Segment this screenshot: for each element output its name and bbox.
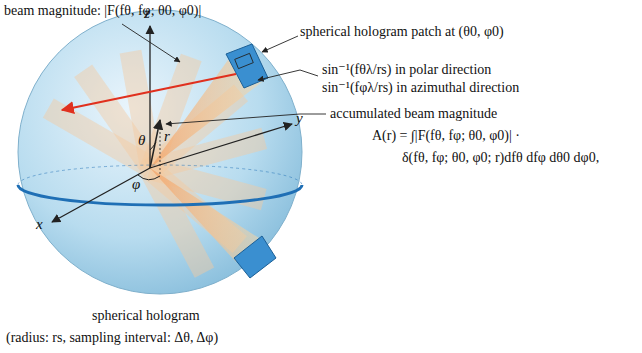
- axis-label: x: [36, 216, 43, 233]
- formula: A(r) = ∫|F(fθ, fφ; θ0, φ0)| ·: [372, 128, 520, 144]
- formula: δ(fθ, fφ; θ0, φ0; r)dfθ dfφ dθ0 dφ0,: [402, 150, 599, 166]
- hologram-patch: [226, 44, 268, 88]
- beam-fan: [43, 50, 267, 278]
- beam-direction: [62, 74, 236, 110]
- callout: sin⁻¹(fθλ/rs) in polar direction: [322, 62, 491, 78]
- callout: sin⁻¹(fφλ/rs) in azimuthal direction: [322, 80, 519, 96]
- callout: spherical hologram patch at (θ0, φ0): [300, 24, 504, 40]
- sphere: [18, 10, 302, 294]
- beam-title: beam magnitude: |F(fθ, fφ; θ0, φ0)|: [4, 3, 201, 19]
- angle-label: φ: [132, 176, 140, 193]
- leader-line: [262, 36, 298, 52]
- caption-label: (radius: rs, sampling interval: Δθ, Δφ): [6, 330, 218, 346]
- y-axis: [150, 124, 292, 168]
- z-axis: [149, 26, 150, 168]
- callout: accumulated beam magnitude: [330, 106, 497, 122]
- theta-arc: [150, 142, 156, 150]
- axis-label: y: [296, 110, 303, 127]
- leader-line: [122, 24, 180, 62]
- equator: [18, 185, 302, 205]
- patch-outline: [235, 53, 254, 68]
- r-vector: [150, 120, 160, 168]
- hologram-patch: [234, 236, 276, 278]
- phi-arc: [138, 175, 160, 180]
- angle-label: θ: [138, 132, 145, 149]
- caption-label: spherical hologram: [92, 308, 200, 324]
- vector-label: r: [164, 128, 170, 145]
- axis-label: z: [144, 5, 150, 22]
- x-axis: [52, 168, 150, 222]
- projection: [160, 120, 161, 176]
- leader-line: [258, 70, 318, 80]
- beam: [150, 168, 262, 262]
